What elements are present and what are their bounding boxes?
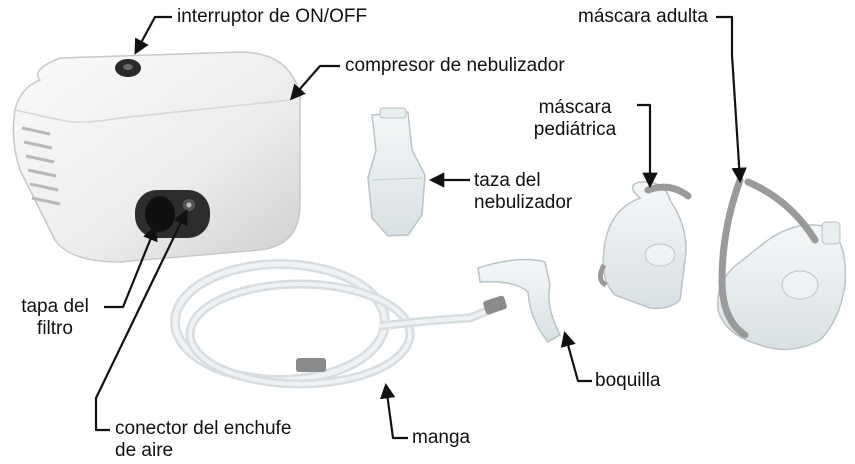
mouthpiece [477,258,561,343]
filter-cap [145,196,175,232]
callout-line-adult-mask [716,15,747,184]
label-pediatric-mask: máscara pediátrica [520,97,630,141]
label-nebulizer-cup-line2: nebulizador [474,192,573,213]
callout-line-hose [380,382,408,440]
label-compressor: compresor de nebulizador [345,55,565,76]
nebulizer-compressor [12,51,301,263]
callout-line-switch [134,15,172,55]
callout-line-compressor [289,64,340,101]
side-vents [21,126,61,206]
callout-line-pediatric-mask [637,103,658,189]
label-filter-cap-line2: filtro [37,318,73,339]
air-tubing [170,259,507,389]
callout-line-filter [104,225,158,309]
label-hose: manga [412,427,471,448]
label-nebulizer-cup: taza del nebulizador [474,170,572,214]
nebulizer-cup [367,107,426,237]
callout-line-connector [94,209,188,432]
label-power-switch: interruptor de ON/OFF [177,6,368,27]
label-air-connector: conector del enchufe de aire [115,418,291,462]
callout-lines [94,15,747,440]
label-pediatric-mask-line1: máscara [538,97,612,118]
pediatric-mask [598,181,692,310]
label-adult-mask: máscara adulta [578,6,708,27]
label-filter-cap-line1: tapa del [21,296,89,317]
callout-line-mouthpiece [560,331,592,383]
label-air-connector-line1: conector del enchufe [115,418,292,439]
label-nebulizer-cup-line1: taza del [474,170,541,191]
label-mouthpiece: boquilla [595,370,661,391]
adult-mask [716,176,847,351]
label-air-connector-line2: de aire [115,440,174,461]
label-filter-cap: tapa del filtro [5,296,105,340]
label-pediatric-mask-line2: pediátrica [533,119,617,140]
